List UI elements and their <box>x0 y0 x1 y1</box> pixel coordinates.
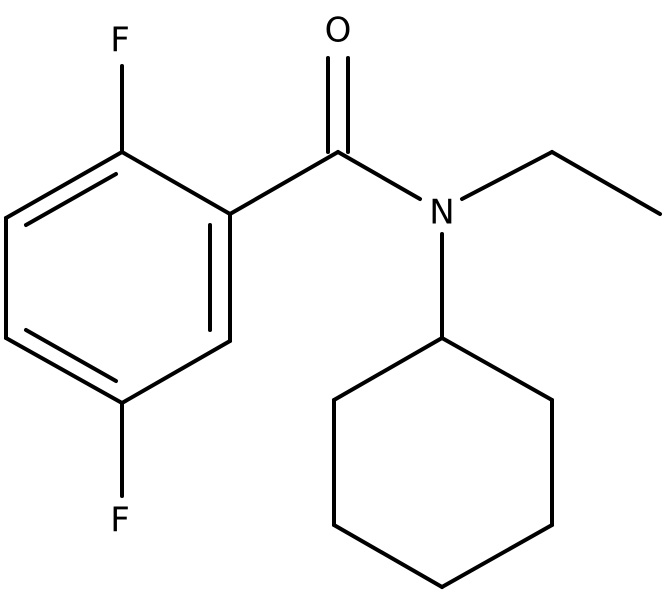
bond-ring-carbonyl <box>228 150 340 216</box>
bond-carbonyl-n <box>336 150 422 201</box>
bond-ethyl-ch2-ch3 <box>550 150 662 216</box>
bond-ring-c4-c5 <box>120 339 232 405</box>
bond-ring-c1-c2-inner <box>24 172 118 227</box>
bond-ring-c1-c2 <box>4 150 124 220</box>
bond-cy-c3-c4 <box>332 523 444 589</box>
atom-n: N <box>429 193 454 233</box>
bond-n-ethyl-ch2 <box>460 150 554 201</box>
bond-cy-c4-c5 <box>440 523 554 589</box>
bond-ring-c6-c1 <box>120 150 232 216</box>
bond-cy-c6-c1 <box>440 336 554 402</box>
bond-ring-c3-c4 <box>4 336 124 405</box>
atom-f-bottom: F <box>110 501 130 541</box>
bond-cy-c1-c2 <box>332 336 444 402</box>
bond-ring-c3-c4-inner <box>24 328 118 383</box>
atom-f-top: F <box>110 21 130 61</box>
atom-o: O <box>325 11 352 51</box>
